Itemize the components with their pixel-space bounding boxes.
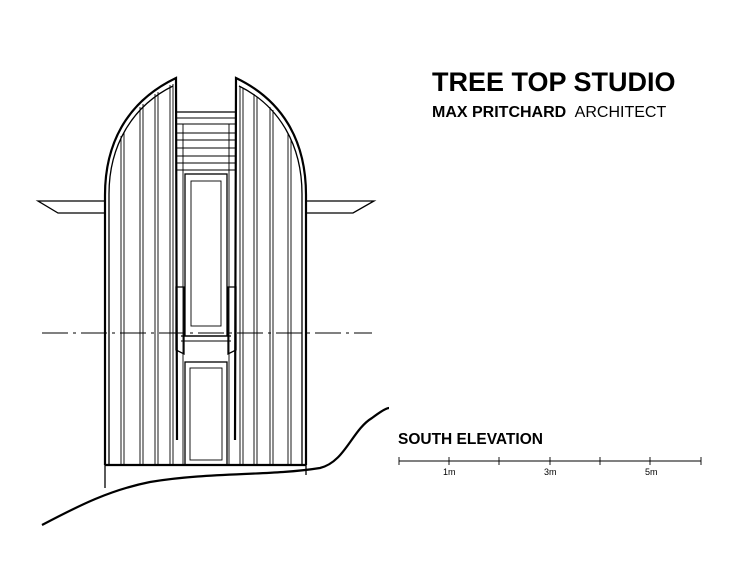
scale-label-3m: 3m (544, 467, 557, 477)
scale-label-5m: 5m (645, 467, 658, 477)
architect-name: MAX PRITCHARD (432, 104, 566, 121)
lower-door-panel (184, 361, 228, 466)
architect-credit: MAX PRITCHARD ARCHITECT (432, 104, 666, 121)
upper-window (184, 173, 228, 337)
scale-label-1m: 1m (443, 467, 456, 477)
architect-role: ARCHITECT (575, 104, 667, 121)
window-hood (175, 286, 237, 356)
project-title: TREE TOP STUDIO (432, 67, 676, 97)
left-ledge (35, 200, 105, 214)
right-ledge (306, 200, 377, 214)
view-label: SOUTH ELEVATION (398, 431, 543, 448)
pod-shell-right (233, 76, 308, 465)
central-opening (177, 111, 235, 465)
ground-profile (41, 406, 390, 526)
pod-shell-left (103, 76, 179, 465)
scale-bar: 1m 3m 5m (398, 457, 702, 477)
